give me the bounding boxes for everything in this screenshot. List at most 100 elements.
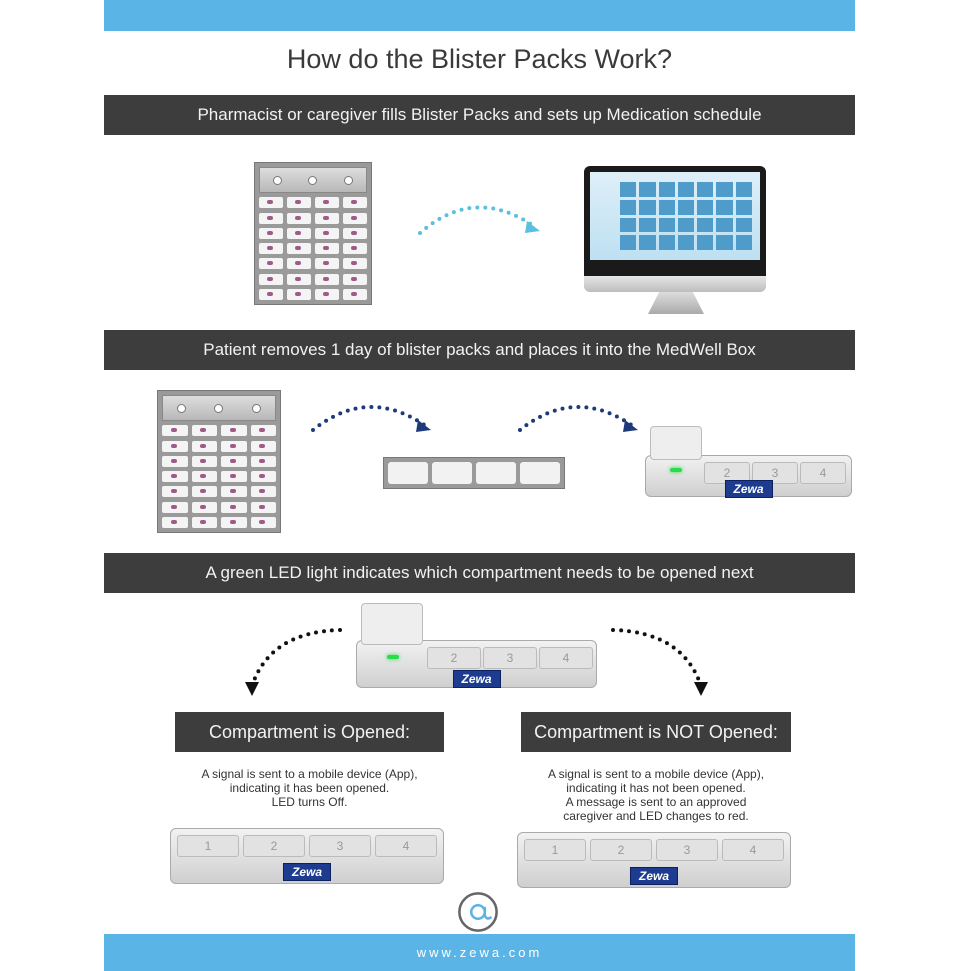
compartment-4: 4 [722, 839, 784, 861]
schedule-slot [697, 182, 714, 197]
compartment-1: 1 [177, 835, 239, 857]
green-led [670, 468, 682, 472]
blister-header [162, 395, 276, 421]
schedule-slot [735, 182, 752, 197]
blister-cell [315, 197, 339, 209]
blister-cell [259, 243, 283, 254]
schedule-slot [716, 182, 733, 197]
schedule-slot [620, 199, 637, 215]
schedule-slot [658, 182, 675, 197]
blister-cell [191, 455, 217, 467]
schedule-slot [639, 235, 656, 250]
blister-cell [315, 288, 339, 300]
blister-cell [191, 471, 217, 482]
blister-cell [259, 197, 283, 209]
blister-cell [287, 227, 311, 239]
schedule-slot [639, 217, 656, 233]
arrow-icon [611, 628, 708, 696]
schedule-screen [590, 172, 760, 260]
blister-cell [259, 227, 283, 239]
blister-cell [343, 258, 367, 270]
blister-cell [191, 425, 217, 437]
desc-line: LED turns Off. [271, 795, 348, 809]
blister-cell [221, 516, 247, 528]
compartment-2: 2 [427, 647, 481, 669]
desc-line: A message is sent to an approved [565, 795, 747, 809]
blister-cell [315, 227, 339, 239]
arrow-icon [518, 405, 638, 432]
blister-cell [162, 501, 188, 513]
schedule-slot [716, 217, 733, 233]
compartment-1: 1 [524, 839, 586, 861]
arrow-icon [418, 205, 540, 235]
computer-monitor [584, 166, 766, 291]
blister-cell [191, 516, 217, 528]
desc-line: indicating it has been opened. [229, 781, 390, 795]
blister-cell [315, 273, 339, 285]
compartment-4: 4 [800, 462, 846, 484]
blister-cell [191, 501, 217, 513]
monitor-stand [648, 292, 704, 314]
schedule-slot [716, 199, 733, 215]
open-lid [650, 426, 702, 460]
medwell-box: 2 3 4 Zewa [645, 426, 852, 498]
footer-url[interactable]: www.zewa.com [104, 934, 855, 971]
schedule-slot [658, 217, 675, 233]
medwell-box-closed: 1 2 3 4 Zewa [517, 832, 791, 888]
schedule-slot [735, 199, 752, 215]
schedule-slot [620, 217, 637, 233]
blister-cell [343, 227, 367, 239]
schedule-slot [697, 217, 714, 233]
blister-cell [162, 471, 188, 482]
open-lid [361, 603, 423, 645]
schedule-slot [716, 235, 733, 250]
arrow-icon [245, 628, 342, 696]
blister-cell [343, 288, 367, 300]
blister-cell [259, 273, 283, 285]
schedule-slot [697, 199, 714, 215]
blister-cell [162, 425, 188, 437]
zewa-logo: Zewa [452, 670, 501, 688]
desc-line: caregiver and LED changes to red. [563, 809, 749, 823]
blister-cell [250, 486, 276, 498]
blister-pack [157, 390, 281, 533]
blister-cell [250, 471, 276, 482]
blister-cell [287, 197, 311, 209]
schedule-slot [658, 199, 675, 215]
schedule-slot [697, 235, 714, 250]
blister-cell [162, 486, 188, 498]
medwell-box: 2 3 4 Zewa [356, 603, 597, 688]
blister-cell [343, 197, 367, 209]
schedule-slot [658, 235, 675, 250]
compartment-4: 4 [375, 835, 437, 857]
blister-cell [250, 440, 276, 452]
blister-cell [315, 258, 339, 270]
blister-cell [162, 516, 188, 528]
desc-line: indicating it has not been opened. [566, 781, 746, 795]
schedule-slot [620, 235, 637, 250]
compartment-3: 3 [752, 462, 798, 484]
blister-cell [221, 501, 247, 513]
blister-cell [250, 425, 276, 437]
step-3-banner: A green LED light indicates which compar… [104, 553, 855, 593]
blister-header [259, 167, 367, 193]
step-2-banner: Patient removes 1 day of blister packs a… [104, 330, 855, 370]
blister-cell [287, 212, 311, 224]
blister-cell [162, 440, 188, 452]
desc-line: A signal is sent to a mobile device (App… [201, 767, 418, 781]
zewa-logo: Zewa [724, 480, 773, 498]
blister-cell [221, 440, 247, 452]
blister-cell [250, 455, 276, 467]
step-1-banner: Pharmacist or caregiver fills Blister Pa… [104, 95, 855, 135]
compartment-4: 4 [539, 647, 593, 669]
blister-cell [250, 516, 276, 528]
schedule-slot [677, 199, 695, 215]
medwell-box-closed: 1 2 3 4 Zewa [170, 828, 444, 884]
schedule-slot [735, 235, 752, 250]
blister-cell [259, 288, 283, 300]
opened-description: A signal is sent to a mobile device (App… [175, 767, 444, 809]
compartment-3: 3 [656, 839, 718, 861]
arrow-icon [311, 405, 431, 432]
desc-line: A signal is sent to a mobile device (App… [547, 767, 765, 781]
schedule-slot [677, 182, 695, 197]
